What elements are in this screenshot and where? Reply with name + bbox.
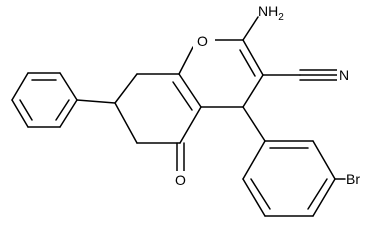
amino-text: NH [258, 3, 278, 19]
bond-aryl-5 [242, 178, 266, 217]
bond-aryl-6 [242, 140, 266, 180]
bond-c2-c3 [242, 39, 264, 76]
amino-subscript: 2 [278, 12, 284, 23]
bond-aryl-inner-3 [250, 178, 271, 210]
phenyl-ring [11, 72, 78, 128]
bond-phenyl-3 [11, 72, 29, 101]
bond-c8a-o1 [178, 46, 194, 75]
bond-phenyl-6 [59, 99, 78, 128]
bond-c8a-c4a [178, 73, 202, 108]
bond-c4-aryl [242, 106, 266, 142]
bromine-label: Br [346, 171, 360, 187]
bond-phenyl-inner-2 [19, 99, 33, 121]
bromophenyl-ring [242, 140, 336, 217]
bond-phenyl-4 [11, 99, 29, 128]
cyclohexenone-ring [114, 73, 202, 144]
bond-c6-c7 [114, 102, 138, 144]
bond-c2-c3-inner [239, 49, 256, 77]
structure-canvas: O NH2 N O Br [11, 3, 360, 217]
bond-aryl-inner-2 [307, 178, 328, 210]
bond-c3-c4 [242, 74, 264, 108]
bond-c8a-c4a-inner [172, 81, 193, 111]
bond-c7-c8 [114, 73, 138, 104]
amino-label: NH2 [258, 3, 284, 23]
pyran-ring [178, 39, 264, 108]
bond-aryl-2 [312, 140, 336, 180]
bond-phenyl-c7 [76, 99, 116, 104]
structure-drawing: O NH2 N O Br [11, 3, 360, 217]
bond-c2-amino [242, 16, 259, 41]
ring-oxygen-label: O [197, 33, 208, 49]
carbonyl-oxygen-label: O [175, 172, 186, 188]
bond-c4a-c5 [179, 106, 202, 144]
nitrile-nitrogen-label: N [339, 67, 349, 83]
bond-phenyl-1 [59, 72, 78, 101]
bond-phenyl-inner-3 [55, 99, 70, 121]
bond-aryl-3 [312, 178, 336, 217]
